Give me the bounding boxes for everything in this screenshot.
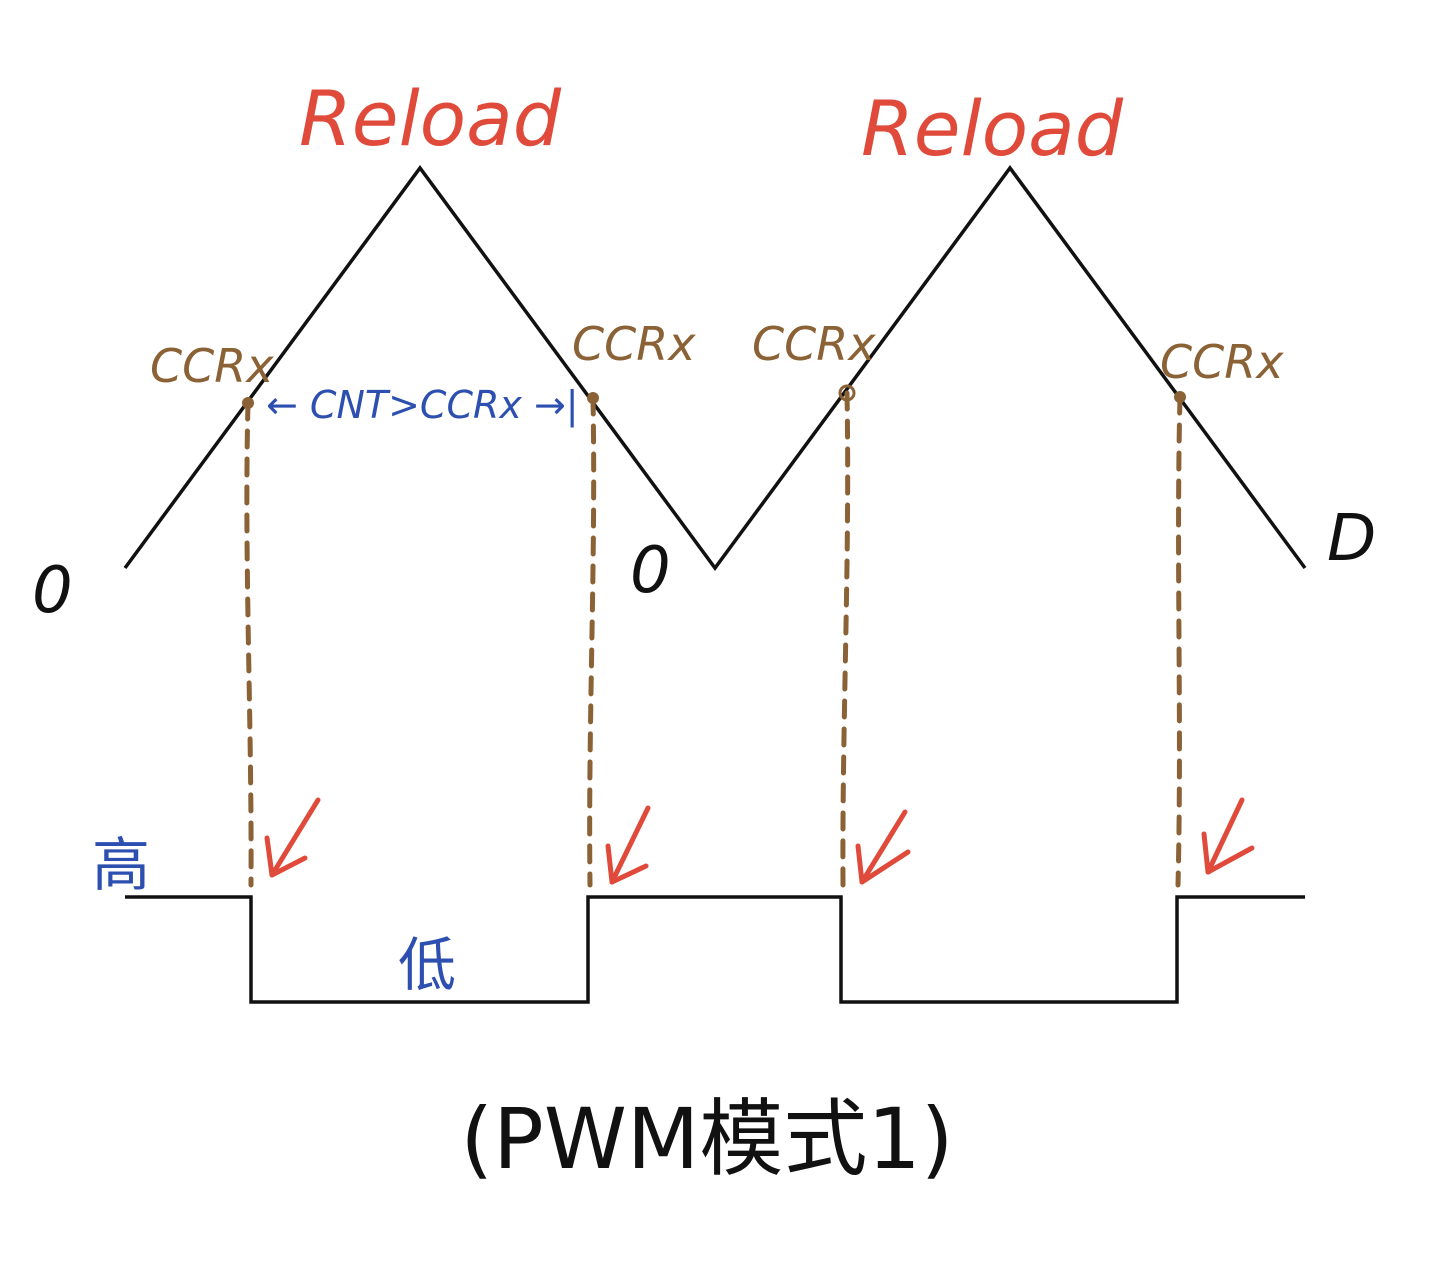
ccrx-dot-4 [1174, 391, 1186, 403]
arrow-icon [605, 805, 651, 885]
ccrx-markers [242, 384, 1186, 409]
arrow-icon [264, 797, 321, 878]
ccrx-projection-lines [244, 390, 1183, 888]
high-level-label: 高 [92, 831, 150, 899]
arrow-icon [855, 809, 911, 885]
projection-line-4 [1175, 394, 1183, 888]
reload-label-1: Reload [299, 74, 562, 163]
projection-line-2 [587, 395, 597, 888]
diagram-title: (PWM模式1) [460, 1090, 953, 1188]
low-level-label: 低 [398, 931, 456, 999]
projection-line-3 [840, 390, 851, 888]
pwm-output-wave [125, 895, 1305, 1004]
transition-arrows [264, 797, 1255, 885]
ccrx-label-2: CCRx [572, 317, 696, 371]
zero-label-1: 0 [32, 554, 73, 628]
ccrx-dot-3 [838, 384, 856, 402]
reload-label-2: Reload [861, 84, 1124, 173]
zero-label-2: 0 [630, 534, 671, 608]
ccrx-label-1: CCRx [150, 339, 274, 393]
ccrx-dot-2 [587, 392, 599, 404]
counter-triangle-wave [123, 165, 1307, 571]
projection-line-1 [244, 400, 254, 888]
cnt-compare-annotation: ← CNT>CCRx →| [266, 383, 579, 428]
zero-label-3: D [1327, 502, 1376, 576]
arrow-icon [1201, 797, 1255, 875]
ccrx-label-4: CCRx [1160, 335, 1284, 389]
ccrx-label-3: CCRx [752, 317, 876, 371]
ccrx-dot-1 [242, 397, 254, 409]
